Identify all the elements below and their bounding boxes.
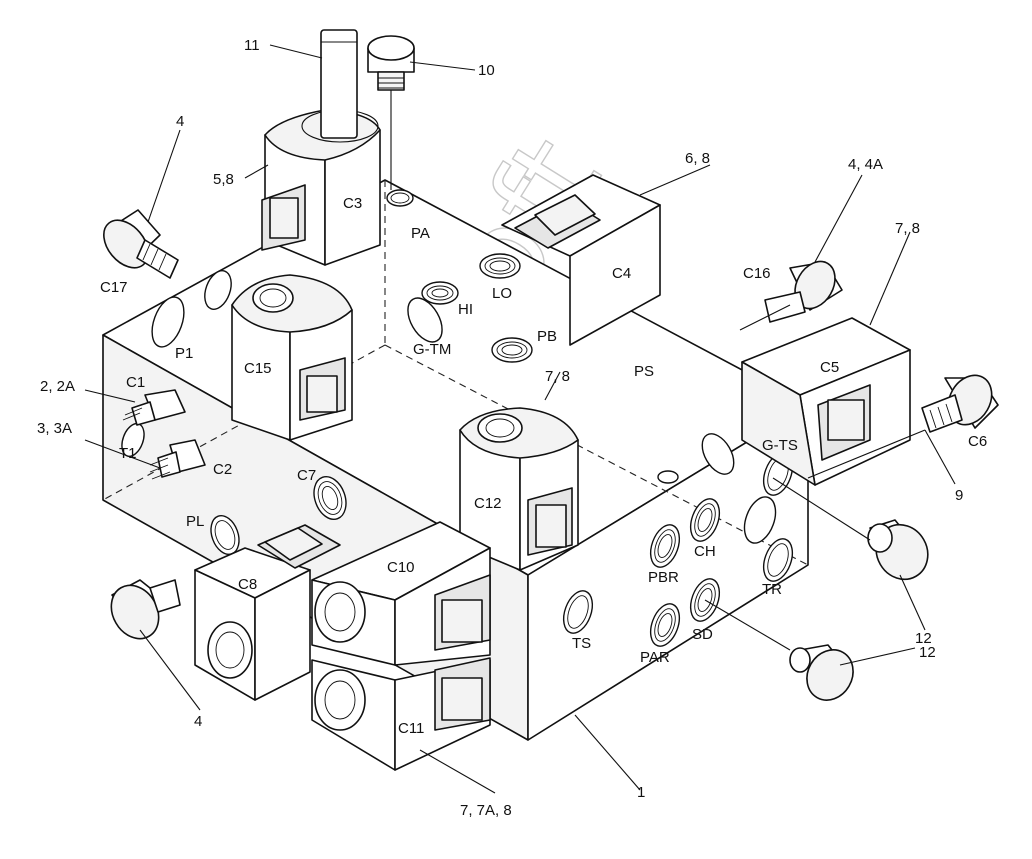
port-pb-label: PB xyxy=(537,328,557,345)
callout-9: 9 xyxy=(955,487,963,504)
port-pa-label: PA xyxy=(411,225,430,242)
callout-7-7a-8: 7, 7A, 8 xyxy=(460,802,512,819)
port-c2-label: C2 xyxy=(213,461,232,478)
port-ts-label: TS xyxy=(572,635,591,652)
valve-c11 xyxy=(311,657,491,771)
fitting-c2 xyxy=(149,439,206,480)
port-sd-label: SD xyxy=(692,626,713,643)
port-c5-label: C5 xyxy=(820,359,839,376)
plug-10 xyxy=(367,35,415,190)
valve-c4 xyxy=(501,174,661,346)
callout-5-8: 5,8 xyxy=(213,171,234,188)
plug-c6 xyxy=(807,374,999,479)
port-c7-label: C7 xyxy=(297,467,316,484)
callout-12-low: 12 xyxy=(919,644,936,661)
port-g-tm-label: G-TM xyxy=(413,341,451,358)
callout-4-low: 4 xyxy=(194,713,202,730)
port-c17-label: C17 xyxy=(100,279,128,296)
fitting-c1 xyxy=(122,389,186,426)
callout-10: 10 xyxy=(478,62,495,79)
valve-c5 xyxy=(741,317,911,486)
port-c10-label: C10 xyxy=(387,559,415,576)
callout-7-8-right: 7, 8 xyxy=(895,220,920,237)
callout-6-8: 6, 8 xyxy=(685,150,710,167)
valve-c3 xyxy=(261,29,381,266)
callout-2-2a: 2, 2A xyxy=(40,378,75,395)
port-c15-label: C15 xyxy=(244,360,272,377)
callout-4-4a: 4, 4A xyxy=(848,156,883,173)
port-p1-label: P1 xyxy=(175,345,193,362)
port-c1-label: C1 xyxy=(126,374,145,391)
leader-lines xyxy=(84,44,956,794)
port-lo-label: LO xyxy=(492,285,512,302)
port-c8-label: C8 xyxy=(238,576,257,593)
valve-c12 xyxy=(459,407,579,571)
plug-c16 xyxy=(739,260,843,331)
plug-12-low xyxy=(789,644,854,701)
port-holes xyxy=(121,189,794,647)
port-par-label: PAR xyxy=(640,649,670,666)
plug-4-lower xyxy=(110,579,181,640)
port-t1-label: T1 xyxy=(119,445,137,462)
port-c11-label: C11 xyxy=(398,720,424,737)
callout-12-mid: 12 xyxy=(915,630,932,647)
plug-4-c17 xyxy=(103,209,179,279)
labels: 11 10 4 5,8 C3 PA 6, 8 4, 4A 7, 8 C17 HI… xyxy=(37,37,987,819)
port-g-ts-label: G-TS xyxy=(762,437,798,454)
callout-1: 1 xyxy=(637,784,645,801)
port-ch-label: CH xyxy=(694,543,716,560)
valve-c8-c10 xyxy=(194,521,491,701)
port-c12-label: C12 xyxy=(474,495,502,512)
callout-4-top: 4 xyxy=(176,113,184,130)
callout-11: 11 xyxy=(244,37,260,54)
port-pbr-label: PBR xyxy=(648,569,679,586)
port-hi-label: HI xyxy=(458,301,473,318)
port-pl-label: PL xyxy=(186,513,204,530)
callout-3-3a: 3, 3A xyxy=(37,420,72,437)
port-ps-label: PS xyxy=(634,363,654,380)
port-c6-label: C6 xyxy=(968,433,987,450)
plug-12-mid xyxy=(867,519,929,581)
port-c4-label: C4 xyxy=(612,265,631,282)
port-tr-label: TR xyxy=(762,581,782,598)
callout-7-8-mid: 7, 8 xyxy=(545,368,570,385)
valve-c15 xyxy=(231,274,353,441)
port-c3-label: C3 xyxy=(343,195,362,212)
port-c16-label: C16 xyxy=(743,265,771,282)
